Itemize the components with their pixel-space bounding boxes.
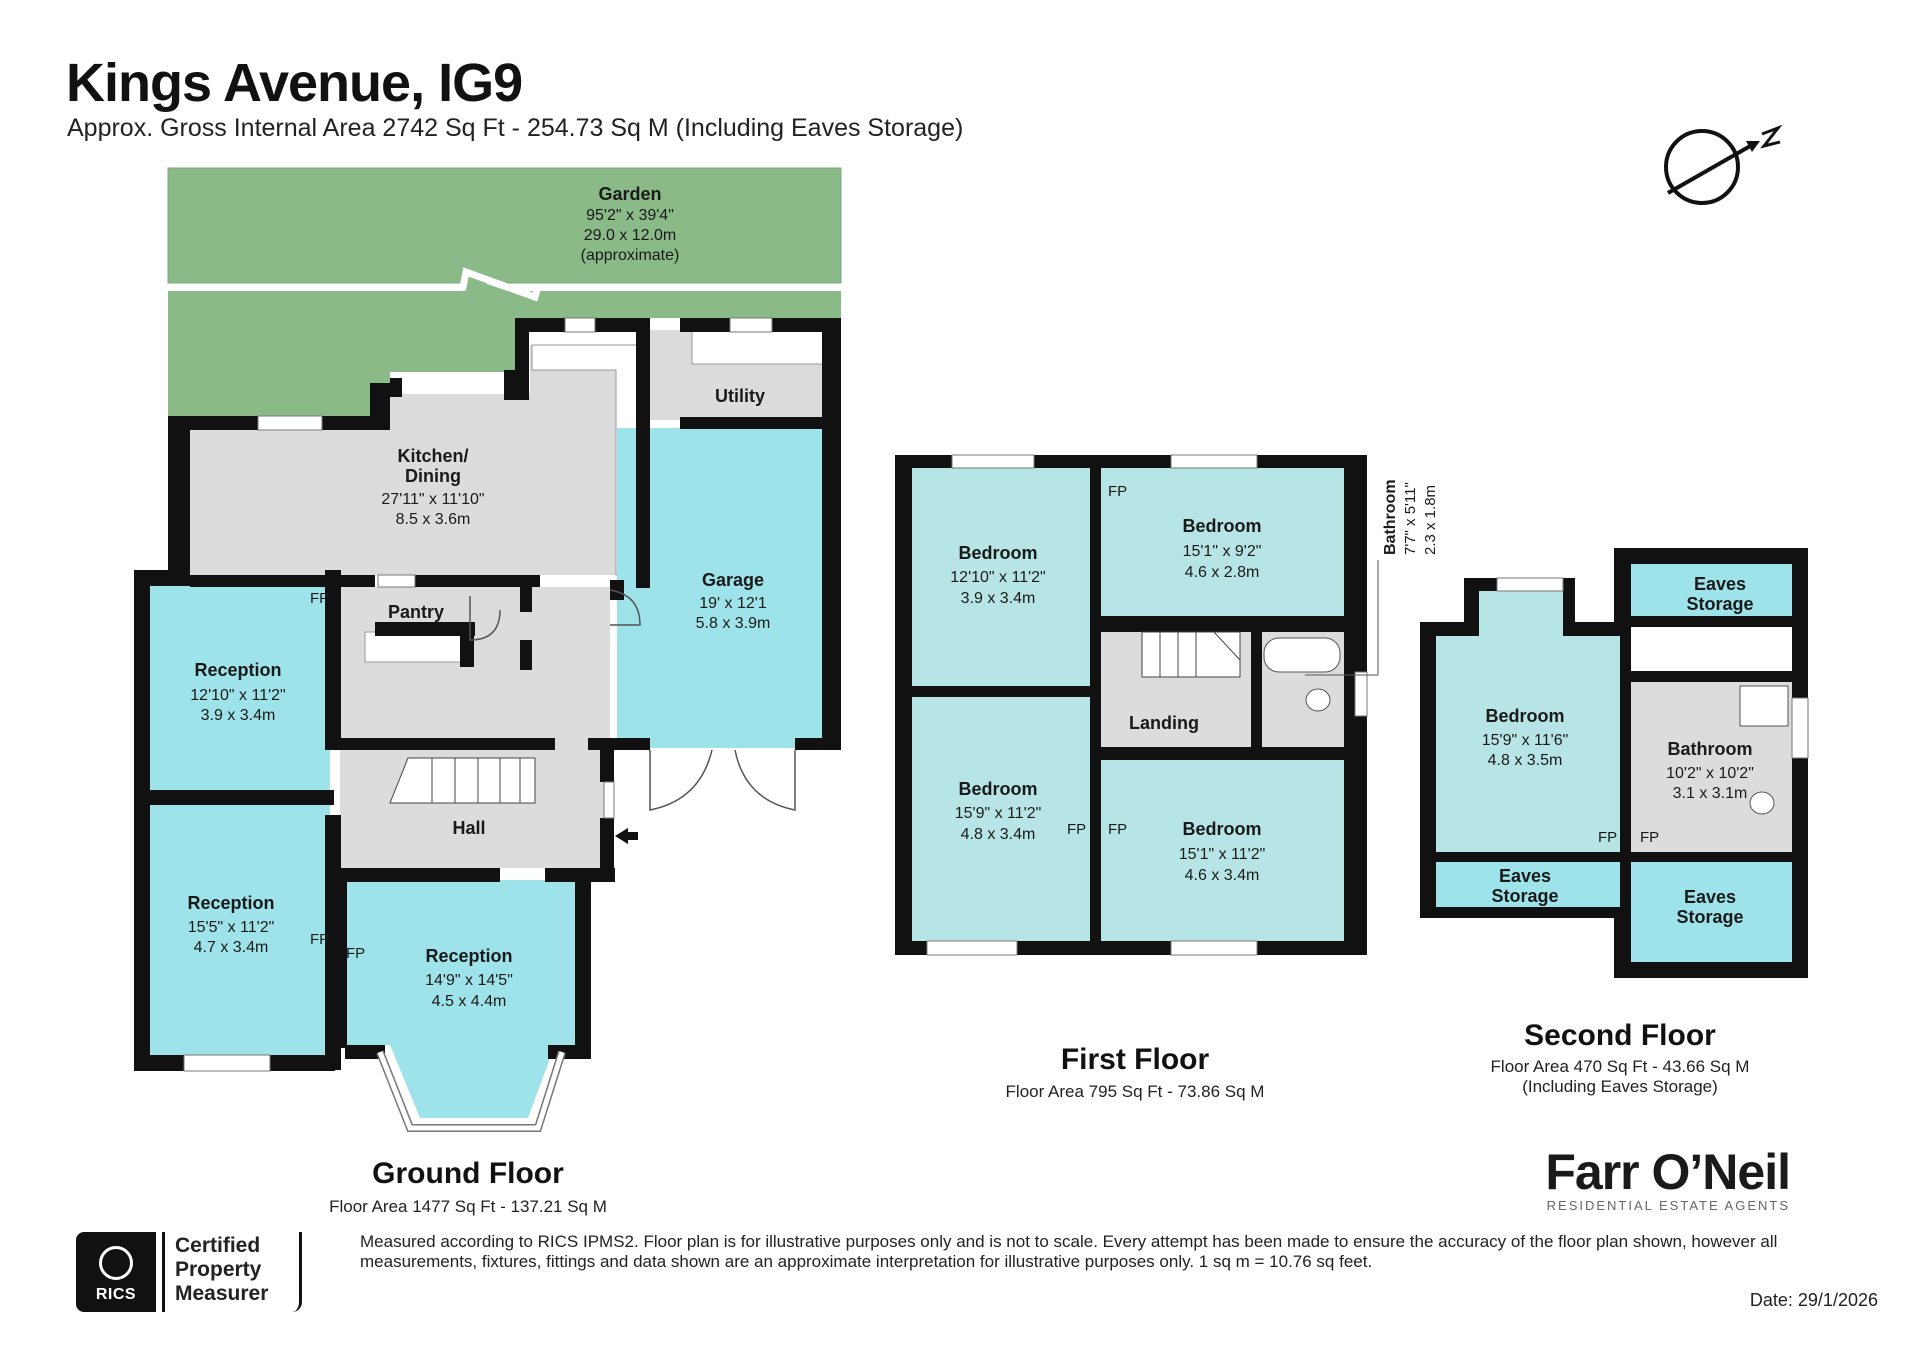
svg-text:15'1" x 9'2": 15'1" x 9'2" bbox=[1183, 543, 1262, 560]
svg-text:FP: FP bbox=[1108, 483, 1127, 500]
svg-text:8.5 x 3.6m: 8.5 x 3.6m bbox=[396, 511, 471, 528]
north-arrow-icon bbox=[1664, 124, 1783, 205]
svg-text:7'7" x 5'11": 7'7" x 5'11" bbox=[1402, 482, 1419, 555]
svg-text:FP: FP bbox=[346, 945, 365, 962]
utility-label: Utility bbox=[715, 386, 765, 406]
rics-certified-badge: RICS Certified Property Measurer bbox=[76, 1232, 330, 1312]
svg-text:4.7 x 3.4m: 4.7 x 3.4m bbox=[194, 939, 269, 956]
svg-text:19' x 12'1: 19' x 12'1 bbox=[699, 595, 767, 612]
bedroom-label: Bedroom bbox=[1485, 706, 1564, 726]
svg-text:Dining: Dining bbox=[405, 466, 461, 486]
svg-text:4.8 x 3.5m: 4.8 x 3.5m bbox=[1488, 752, 1563, 769]
ground-floor-plan: Garden 95'2" x 39'4" 29.0 x 12.0m (appro… bbox=[134, 167, 842, 1132]
second-floor-plan: Eaves Storage Bedroom 15'9" x 11'6" 4.8 … bbox=[1420, 548, 1809, 978]
agency-tagline: RESIDENTIAL ESTATE AGENTS bbox=[1546, 1198, 1790, 1213]
landing-label: Landing bbox=[1129, 713, 1199, 733]
eaves-storage-label: Eaves bbox=[1694, 574, 1746, 594]
garden-area bbox=[167, 167, 842, 284]
pantry-label: Pantry bbox=[388, 602, 444, 622]
first-floor-area: Floor Area 795 Sq Ft - 73.86 Sq M bbox=[1005, 1082, 1265, 1101]
svg-text:27'11" x 11'10": 27'11" x 11'10" bbox=[381, 491, 484, 508]
bathroom-label: Bathroom bbox=[1668, 739, 1753, 759]
bathtub-icon bbox=[1263, 637, 1341, 673]
svg-text:4.5 x 4.4m: 4.5 x 4.4m bbox=[432, 993, 507, 1010]
kitchen-label: Kitchen/ bbox=[397, 446, 468, 466]
rics-lion-icon bbox=[99, 1246, 133, 1280]
svg-text:10'2" x 10'2": 10'2" x 10'2" bbox=[1666, 765, 1754, 782]
second-floor-area: Floor Area 470 Sq Ft - 43.66 Sq M bbox=[1490, 1057, 1750, 1076]
ground-floor-title: Ground Floor bbox=[372, 1157, 564, 1190]
second-floor-area-note: (Including Eaves Storage) bbox=[1522, 1077, 1718, 1096]
reception-label: Reception bbox=[194, 660, 281, 680]
plan-date: Date: 29/1/2026 bbox=[1749, 1290, 1878, 1310]
staircase-icon bbox=[1141, 631, 1241, 678]
svg-text:Storage: Storage bbox=[1686, 594, 1753, 614]
bathroom-label: Bathroom bbox=[1382, 479, 1399, 555]
garden-label: Garden bbox=[598, 184, 661, 204]
reception-label: Reception bbox=[425, 946, 512, 966]
svg-text:15'9" x 11'6": 15'9" x 11'6" bbox=[1482, 732, 1569, 749]
svg-text:FP: FP bbox=[310, 590, 329, 607]
svg-text:3.9 x 3.4m: 3.9 x 3.4m bbox=[961, 590, 1036, 607]
rics-logo: RICS bbox=[76, 1232, 156, 1312]
svg-text:3.1 x 3.1m: 3.1 x 3.1m bbox=[1673, 785, 1748, 802]
svg-text:2.3 x 1.8m: 2.3 x 1.8m bbox=[1422, 485, 1439, 555]
eaves-storage-label: Eaves bbox=[1684, 887, 1736, 907]
bedroom-label: Bedroom bbox=[1182, 516, 1261, 536]
svg-text:FP: FP bbox=[1067, 821, 1086, 838]
svg-text:15'1" x 11'2": 15'1" x 11'2" bbox=[1179, 846, 1266, 863]
svg-text:12'10" x 11'2": 12'10" x 11'2" bbox=[950, 569, 1045, 586]
svg-text:FP: FP bbox=[1108, 821, 1127, 838]
svg-text:Storage: Storage bbox=[1491, 886, 1558, 906]
disclaimer-text: Measured according to RICS IPMS2. Floor … bbox=[360, 1232, 1778, 1271]
entrance-arrow-icon bbox=[615, 828, 638, 844]
toilet-icon bbox=[1305, 688, 1331, 712]
hall-label: Hall bbox=[452, 818, 485, 838]
garage-label: Garage bbox=[702, 570, 764, 590]
bedroom-label: Bedroom bbox=[958, 543, 1037, 563]
gross-internal-area: Approx. Gross Internal Area 2742 Sq Ft -… bbox=[67, 114, 964, 142]
svg-text:(approximate): (approximate) bbox=[581, 247, 680, 264]
svg-text:15'5" x 11'2": 15'5" x 11'2" bbox=[188, 919, 275, 936]
svg-text:4.8 x 3.4m: 4.8 x 3.4m bbox=[961, 826, 1036, 843]
rics-certification-text: Certified Property Measurer bbox=[162, 1232, 302, 1312]
svg-text:14'9" x 14'5": 14'9" x 14'5" bbox=[425, 972, 513, 989]
property-title: Kings Avenue, IG9 bbox=[66, 53, 523, 113]
svg-text:Storage: Storage bbox=[1676, 907, 1743, 927]
svg-text:FP: FP bbox=[310, 931, 329, 948]
ground-floor-area: Floor Area 1477 Sq Ft - 137.21 Sq M bbox=[329, 1197, 607, 1216]
first-floor-title: First Floor bbox=[1060, 1043, 1210, 1076]
svg-text:3.9 x 3.4m: 3.9 x 3.4m bbox=[201, 707, 276, 724]
svg-text:4.6 x 3.4m: 4.6 x 3.4m bbox=[1185, 867, 1260, 884]
svg-text:12'10" x 11'2": 12'10" x 11'2" bbox=[190, 687, 285, 704]
svg-text:FP: FP bbox=[1598, 829, 1617, 846]
svg-text:95'2" x 39'4": 95'2" x 39'4" bbox=[586, 207, 674, 224]
svg-text:FP: FP bbox=[1640, 829, 1659, 846]
bedroom-label: Bedroom bbox=[958, 779, 1037, 799]
agency-logo: Farr O’Neil bbox=[1545, 1144, 1791, 1200]
svg-text:15'9" x 11'2": 15'9" x 11'2" bbox=[955, 805, 1042, 822]
first-floor-plan: Bathroom 7'7" x 5'11" 2.3 x 1.8m Bedroom… bbox=[895, 454, 1439, 956]
toilet-icon bbox=[1749, 791, 1775, 815]
reception-label: Reception bbox=[187, 893, 274, 913]
second-floor-title: Second Floor bbox=[1524, 1019, 1716, 1052]
svg-text:29.0 x 12.0m: 29.0 x 12.0m bbox=[584, 227, 677, 244]
eaves-storage-label: Eaves bbox=[1499, 866, 1551, 886]
staircase-icon bbox=[389, 757, 536, 804]
bedroom-label: Bedroom bbox=[1182, 819, 1261, 839]
shower-icon bbox=[1739, 685, 1789, 727]
svg-text:5.8 x 3.9m: 5.8 x 3.9m bbox=[696, 615, 771, 632]
svg-text:4.6 x 2.8m: 4.6 x 2.8m bbox=[1185, 564, 1260, 581]
